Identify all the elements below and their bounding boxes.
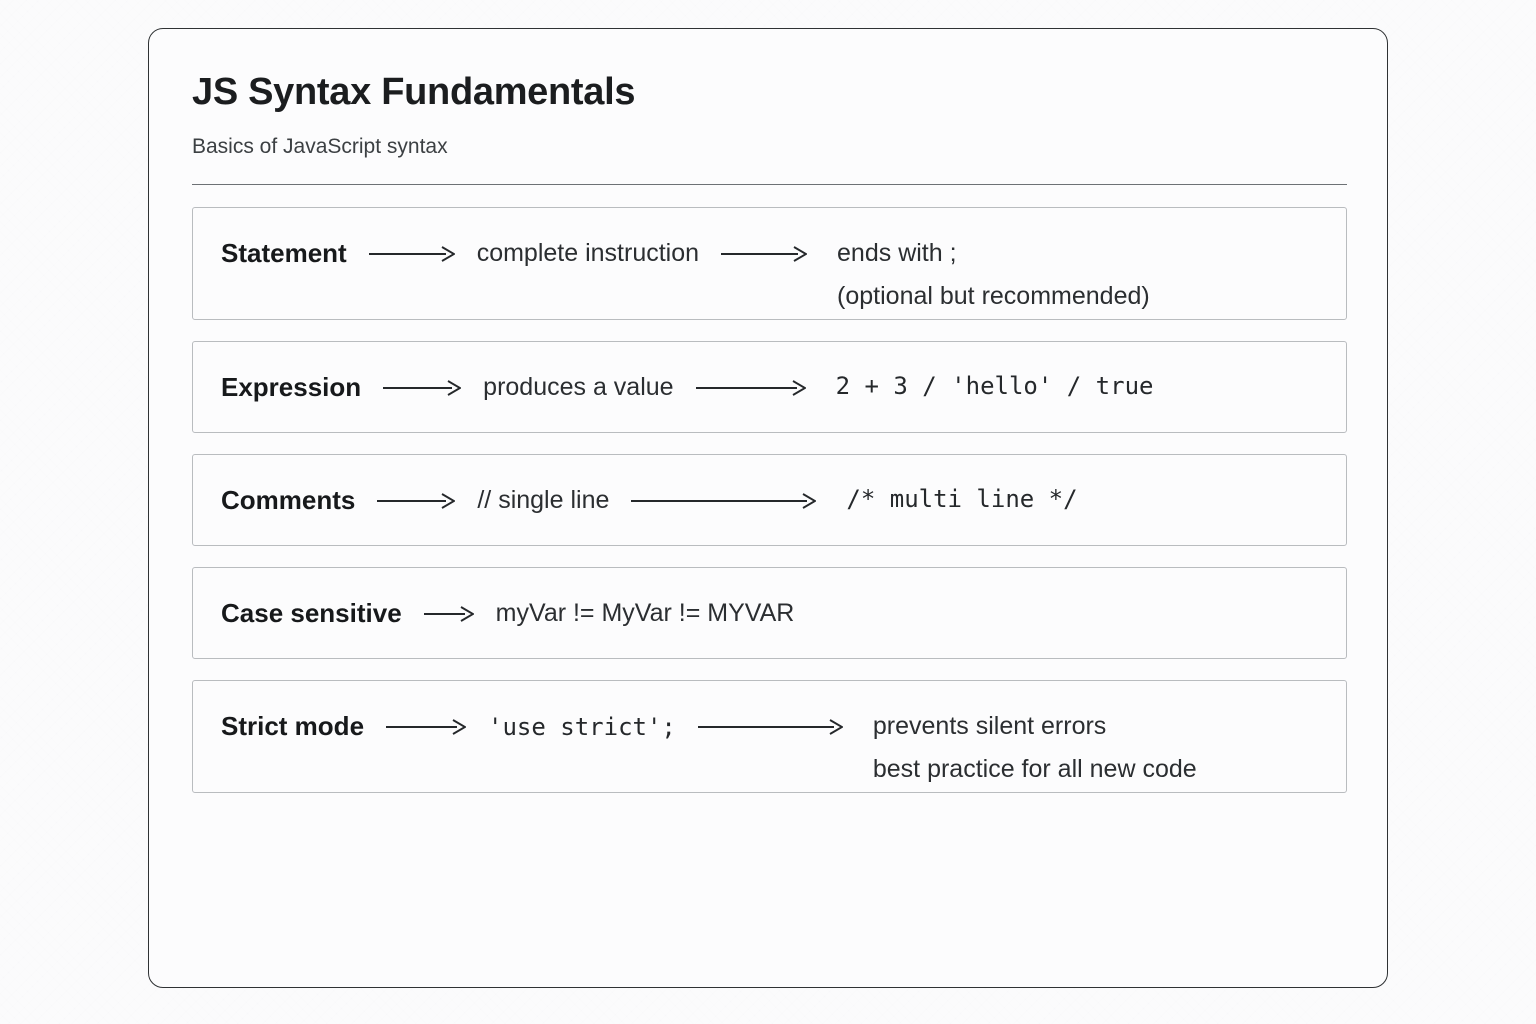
header-divider (192, 183, 1347, 185)
concept-middle: myVar != MyVar != MYVAR (496, 568, 795, 660)
concept-right: 2 + 3 / 'hello' / true (836, 342, 1154, 432)
concept-row-inner: Strict mode 'use strict'; prevents silent … (221, 681, 1318, 792)
concept-rows-list: Statement complete instruction ends with ;… (192, 206, 1347, 793)
concept-middle-text: myVar != MyVar != MYVAR (495, 599, 795, 628)
concept-label: Expression (221, 342, 361, 434)
concept-row[interactable]: Case sensitive myVar != MyVar != MYVAR (192, 566, 1347, 659)
concept-row-inner: Statement complete instruction ends with ;… (221, 208, 1318, 319)
arrow-icon-2 (631, 455, 817, 547)
arrow-icon-2 (697, 681, 843, 773)
concept-label: Statement (221, 208, 347, 300)
concept-middle-text: // single line (477, 486, 610, 515)
concept-right: ends with ; (optional but recommended) (837, 208, 1150, 319)
arrow-icon-1 (386, 681, 467, 773)
card-container: JS Syntax Fundamentals Basics of JavaScr… (148, 28, 1388, 988)
concept-middle-text: 'use strict'; (488, 712, 676, 741)
concept-right-line: best practice for all new code (872, 755, 1197, 784)
concept-middle-text: complete instruction (476, 239, 700, 268)
concept-row[interactable]: Expression produces a value 2 + 3 / 'hello… (192, 340, 1347, 433)
concept-row-inner: Comments // single line /* multi line */ (221, 455, 1318, 545)
concept-row-inner: Expression produces a value 2 + 3 / 'hello… (221, 342, 1318, 432)
concept-right-line: /* multi line */ (846, 485, 1078, 514)
arrow-icon-2 (721, 208, 808, 300)
arrow-icon-1 (377, 455, 456, 547)
concept-middle: produces a value (483, 342, 673, 434)
concept-right-line: 2 + 3 / 'hello' / true (835, 372, 1154, 401)
concept-row[interactable]: Comments // single line /* multi line */ (192, 453, 1347, 546)
concept-row[interactable]: Statement complete instruction ends with ;… (192, 206, 1347, 320)
concept-middle: // single line (477, 455, 609, 547)
concept-row[interactable]: Strict mode 'use strict'; prevents silent … (192, 679, 1347, 793)
concept-label-text: Comments (221, 485, 356, 516)
concept-right: prevents silent errors best practice for … (873, 681, 1197, 792)
arrow-icon-1 (368, 208, 455, 300)
concept-right-line: prevents silent errors (872, 712, 1107, 741)
arrow-icon-2 (695, 342, 806, 434)
arrow-icon-1 (423, 568, 474, 660)
concept-label-text: Case sensitive (221, 598, 402, 629)
concept-label-text: Expression (221, 372, 362, 403)
concept-right-line: (optional but recommended) (837, 282, 1150, 311)
concept-label: Case sensitive (221, 568, 402, 660)
concept-label: Strict mode (221, 681, 364, 773)
concept-middle: complete instruction (477, 208, 699, 300)
concept-right: /* multi line */ (846, 455, 1077, 545)
page-subtitle: Basics of JavaScript syntax (192, 134, 448, 158)
card-inner: JS Syntax Fundamentals Basics of JavaScr… (192, 71, 1347, 814)
concept-label-text: Strict mode (221, 711, 365, 742)
concept-middle: 'use strict'; (488, 681, 676, 773)
concept-row-inner: Case sensitive myVar != MyVar != MYVAR (221, 568, 1318, 658)
arrow-icon-1 (383, 342, 462, 434)
concept-middle-text: produces a value (483, 373, 674, 402)
concept-label: Comments (221, 455, 355, 547)
page-title: JS Syntax Fundamentals (192, 71, 636, 113)
concept-right-line: ends with ; (837, 239, 957, 268)
concept-label-text: Statement (221, 238, 347, 269)
